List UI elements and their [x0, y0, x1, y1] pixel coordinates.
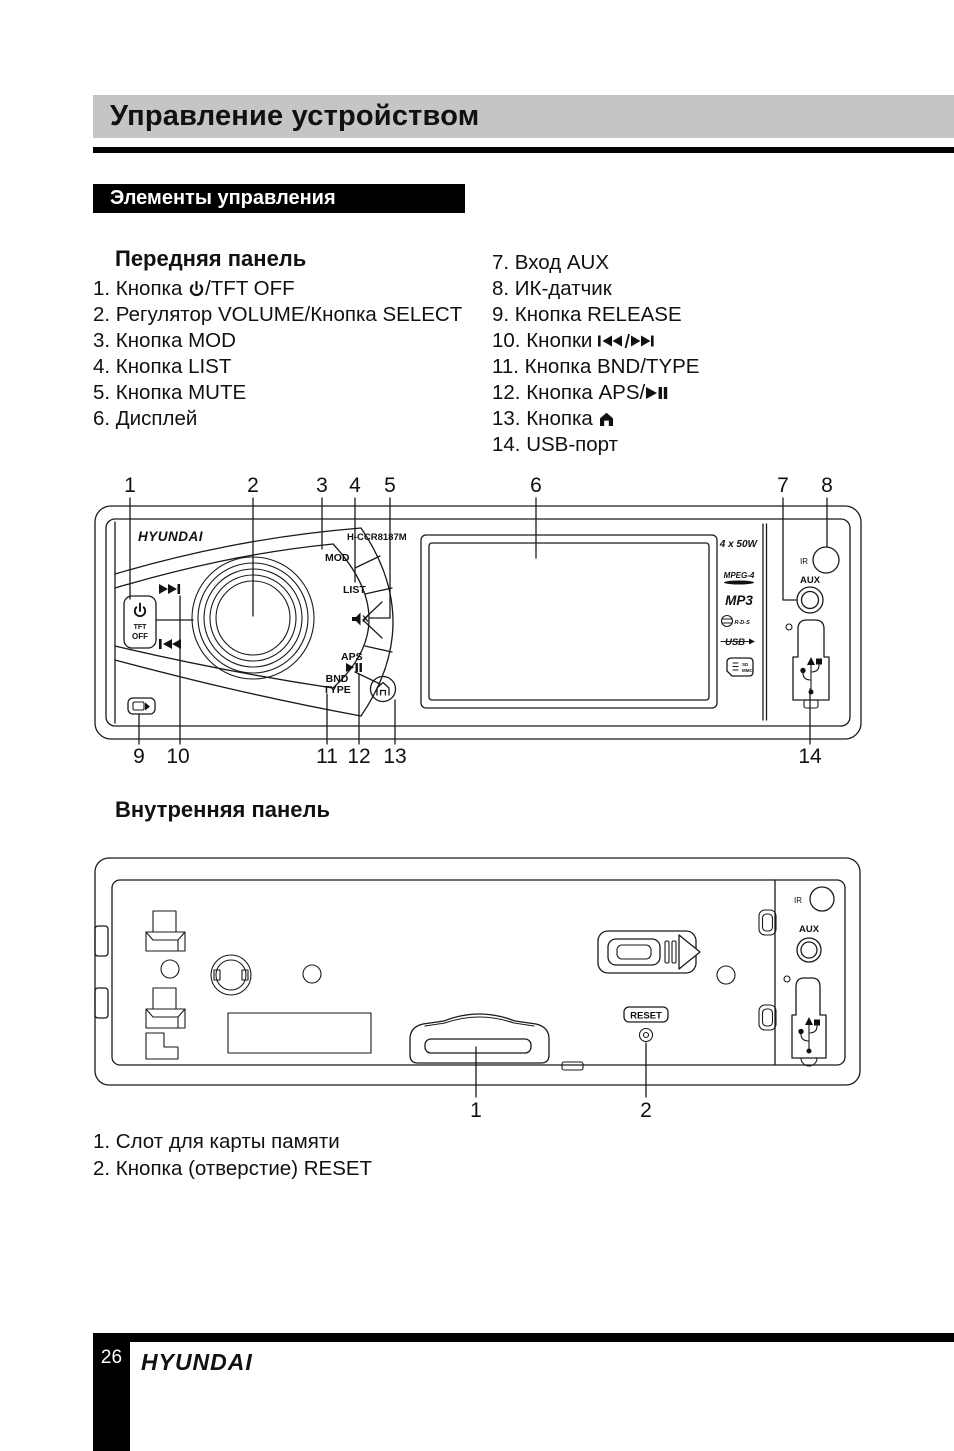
list-item: 2. Регулятор VOLUME/Кнопка SELECT: [93, 303, 463, 326]
list-item: 1. Кнопка /TFT OFF: [93, 277, 295, 300]
volume-knob: [191, 556, 315, 680]
list-item: 9. Кнопка RELEASE: [492, 303, 682, 326]
svg-text:14: 14: [798, 745, 822, 768]
section-header-bar: Элементы управления: [93, 184, 465, 213]
svg-text:7: 7: [777, 474, 789, 497]
title-rule: [93, 147, 954, 153]
svg-text:H-CCR8187M: H-CCR8187M: [347, 532, 407, 543]
divider-clips: [758, 909, 777, 1031]
prev-track-icon: [159, 639, 181, 649]
list-item: 3. Кнопка MOD: [93, 329, 236, 352]
svg-text:IR: IR: [800, 557, 808, 566]
aux-jack: [796, 586, 824, 614]
list-item: 13. Кнопка: [492, 406, 877, 432]
svg-text:RESET: RESET: [630, 1011, 662, 1022]
list-item: 5. Кнопка MUTE: [93, 381, 247, 404]
svg-text:4: 4: [349, 474, 361, 497]
list-item: 11. Кнопка BND/TYPE: [492, 355, 700, 378]
page-number: 26: [100, 1347, 123, 1368]
svg-text:BND: BND: [326, 673, 349, 685]
svg-text:10: 10: [166, 745, 189, 768]
svg-text:HYUNDAI: HYUNDAI: [138, 529, 203, 544]
svg-text:LIST: LIST: [343, 584, 366, 596]
svg-text:12: 12: [347, 745, 370, 768]
home-icon: [600, 412, 614, 426]
list-item: 2. Кнопка (отверстие) RESET: [93, 1157, 373, 1180]
power-button: TFT OFF: [123, 595, 157, 649]
skip-pause-icon-small: [346, 663, 362, 672]
svg-text:5: 5: [384, 474, 396, 497]
svg-text:MMC: MMC: [742, 668, 753, 673]
footer-brand-logo: HYUNDAI: [141, 1349, 253, 1375]
svg-text:MOD: MOD: [325, 552, 350, 564]
svg-text:1: 1: [470, 1099, 482, 1122]
svg-text:SD: SD: [742, 662, 749, 667]
front-panel-list-left: Передняя панель 1. Кнопка /TFT OFF 2. Ре…: [93, 246, 489, 432]
list-item: 6. Дисплей: [93, 407, 198, 430]
svg-text:USB: USB: [725, 637, 745, 648]
inner-panel-diagram: RESET IR AUX 1 2: [94, 857, 861, 1122]
format-badges: MPEG-4 MP3 R-D-S USB SD MMC: [720, 571, 755, 677]
home-button: [369, 675, 397, 703]
page-number-block: 26: [93, 1333, 130, 1451]
list-item: 1. Слот для карты памяти: [93, 1130, 340, 1153]
svg-text:6: 6: [530, 474, 542, 497]
aux-jack: [796, 937, 822, 963]
ir-sensor: [812, 546, 840, 574]
svg-text:MP3: MP3: [725, 593, 753, 608]
list-item: 8. ИК-датчик: [492, 277, 612, 300]
svg-text:AUX: AUX: [800, 575, 821, 586]
page-title-bar: Управление устройством: [93, 95, 954, 138]
release-latch: [597, 930, 701, 974]
svg-text:2: 2: [247, 474, 259, 497]
inner-panel-list: 1. Слот для карты памяти 2. Кнопка (отве…: [93, 1128, 372, 1182]
svg-text:IR: IR: [794, 896, 802, 905]
svg-text:9: 9: [133, 745, 145, 768]
inner-panel-heading: Внутренняя панель: [115, 797, 331, 822]
svg-text:8: 8: [821, 474, 833, 497]
mute-icon: [352, 612, 369, 626]
svg-text:3: 3: [316, 474, 328, 497]
list-item: 14. USB-порт: [492, 433, 619, 456]
reset-hole: RESET: [623, 1006, 669, 1043]
ir-sensor: [809, 886, 835, 912]
list-item: 12. Кнопка APS/: [492, 380, 877, 406]
front-panel-heading: Передняя панель: [115, 246, 307, 271]
front-panel-diagram: 1 2 3 4 5 6 7 8: [94, 474, 862, 768]
svg-text:13: 13: [383, 745, 406, 768]
display: [420, 534, 718, 709]
list-item: 4. Кнопка LIST: [93, 355, 232, 378]
front-panel-list-right: 7. Вход AUX 8. ИК-датчик 9. Кнопка RELEA…: [492, 250, 877, 458]
svg-text:1: 1: [124, 474, 136, 497]
svg-text:2: 2: [640, 1099, 652, 1122]
svg-text:APS: APS: [341, 651, 363, 663]
prev-next-track-icon: [598, 333, 654, 349]
section-header-label: Элементы управления: [110, 187, 336, 209]
svg-text:TFT: TFT: [134, 624, 148, 631]
svg-text:4 x 50W: 4 x 50W: [719, 539, 759, 550]
usb-port: [792, 619, 830, 709]
usb-port: [791, 977, 827, 1067]
callout-lines: [129, 497, 828, 745]
list-item: 7. Вход AUX: [492, 251, 610, 274]
footer-rule: [93, 1333, 954, 1342]
power-icon: [189, 280, 204, 297]
svg-text:AUX: AUX: [799, 924, 820, 935]
connector-sockets: [145, 910, 372, 1060]
svg-text:R-D-S: R-D-S: [735, 620, 751, 626]
list-item: 10. Кнопки: [492, 328, 877, 354]
next-track-icon: [159, 584, 181, 594]
memory-card-slot: [409, 1013, 550, 1064]
svg-text:11: 11: [316, 745, 338, 768]
panel-release-button: [127, 697, 156, 715]
svg-text:OFF: OFF: [132, 632, 148, 641]
skip-pause-icon: [646, 387, 668, 399]
svg-text:TYPE: TYPE: [323, 684, 350, 696]
svg-text:MPEG-4: MPEG-4: [724, 571, 755, 580]
page-title: Управление устройством: [110, 100, 480, 132]
